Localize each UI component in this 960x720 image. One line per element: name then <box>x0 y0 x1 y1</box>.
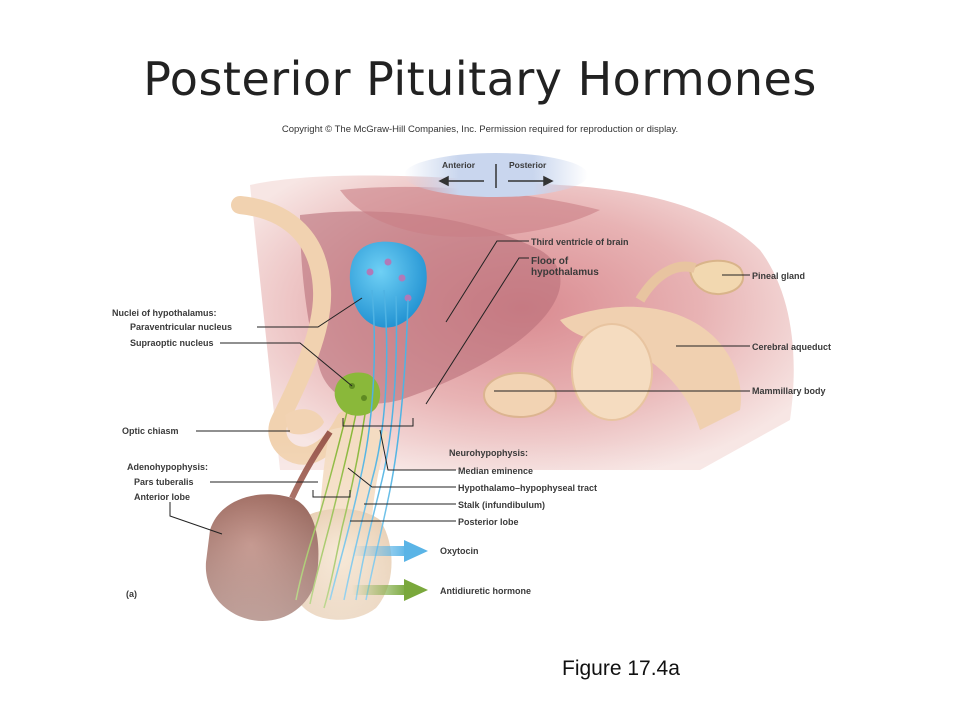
pineal-gland-shape <box>688 259 745 296</box>
optic-chiasm-shape <box>285 409 324 435</box>
label-panel: (a) <box>126 589 137 599</box>
label-anterior-lobe: Anterior lobe <box>134 492 191 502</box>
copyright-notice: Copyright © The McGraw-Hill Companies, I… <box>281 124 679 135</box>
pineal-stalk <box>635 261 697 303</box>
label-optic-chiasm: Optic chiasm <box>122 426 179 436</box>
label-supraoptic: Supraoptic nucleus <box>130 338 214 348</box>
label-median-eminence: Median eminence <box>458 466 534 476</box>
label-orientation-anterior: Anterior <box>442 160 476 170</box>
label-third-ventricle: Third ventricle of brain <box>531 237 629 247</box>
leader-lines <box>169 240 750 535</box>
label-stalk: Stalk (infundibulum) <box>458 500 545 510</box>
oxytocin-arrow-icon <box>352 540 428 562</box>
label-orientation-posterior: Posterior <box>509 160 547 170</box>
label-adenohypophysis: Adenohypophysis: <box>127 462 209 472</box>
label-neurohypophysis: Neurohypophysis: <box>449 448 529 458</box>
figure-caption: Figure 17.4a <box>562 657 680 680</box>
upper-tissue <box>340 186 600 237</box>
label-floor-hypothalamus-1: Floor of <box>531 256 569 267</box>
anterior-arrow-icon <box>438 175 484 187</box>
page-title: Posterior Pituitary Hormones <box>143 52 817 106</box>
adh-arrow-icon <box>352 579 428 601</box>
label-floor-hypothalamus-2: hypothalamus <box>531 267 599 278</box>
pons-shape <box>571 323 653 421</box>
label-posterior-lobe: Posterior lobe <box>458 517 519 527</box>
supraoptic-nucleus-shape <box>334 372 381 416</box>
label-nuclei-heading: Nuclei of hypothalamus: <box>112 308 217 318</box>
label-hypothalamo-tract: Hypothalamo–hypophyseal tract <box>458 483 598 493</box>
label-pineal-gland: Pineal gland <box>752 271 806 281</box>
label-paraventricular: Paraventricular nucleus <box>130 322 233 332</box>
label-cerebral-aqueduct: Cerebral aqueduct <box>752 342 832 352</box>
label-pars-tuberalis: Pars tuberalis <box>134 477 194 487</box>
label-oxytocin: Oxytocin <box>440 546 479 556</box>
posterior-arrow-icon <box>508 175 554 187</box>
label-adh: Antidiuretic hormone <box>440 586 532 596</box>
label-mammillary-body: Mammillary body <box>752 386 826 396</box>
mammillary-body-shape <box>483 372 557 418</box>
